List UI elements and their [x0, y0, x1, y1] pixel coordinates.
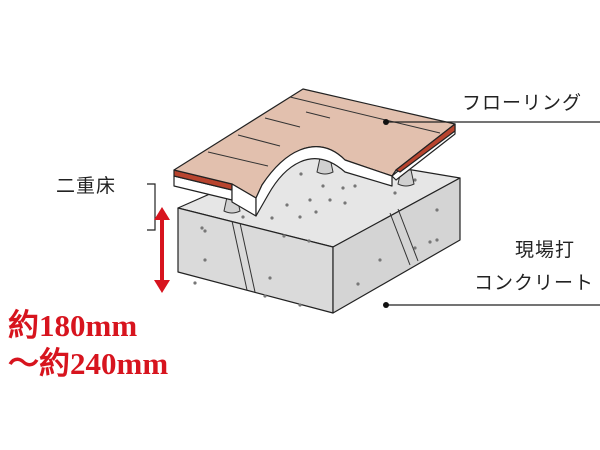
- aggregate-dot: [307, 239, 311, 243]
- flooring-panel: [173, 88, 456, 217]
- aggregate-dot: [413, 178, 417, 182]
- concrete-label-line2: コンクリート: [474, 272, 595, 294]
- flooring-pointer-dot: [383, 119, 389, 125]
- aggregate-dot: [263, 294, 267, 298]
- leader-lines: [386, 121, 600, 306]
- aggregate-dot: [282, 234, 286, 238]
- dimension-max: ～約240mm: [8, 346, 169, 381]
- aggregate-dot: [343, 201, 347, 205]
- aggregate-dot: [353, 184, 357, 188]
- aggregate-dot: [435, 238, 439, 242]
- aggregate-dot: [200, 226, 204, 230]
- aggregate-dot: [378, 258, 382, 262]
- dimension-min: 約180mm: [8, 308, 138, 343]
- aggregate-dot: [298, 215, 302, 219]
- aggregate-dot: [393, 191, 397, 195]
- height-dimension-arrow: [154, 207, 170, 293]
- double-floor-bracket: [147, 183, 156, 231]
- aggregate-dot: [270, 216, 274, 220]
- concrete-aggregate-dots: [193, 169, 439, 307]
- double-floor-label: 二重床: [56, 175, 117, 197]
- aggregate-dot: [308, 198, 312, 202]
- aggregate-dot: [314, 210, 318, 214]
- aggregate-dot: [299, 172, 303, 176]
- aggregate-dot: [428, 240, 432, 244]
- flooring-label: フローリング: [462, 92, 583, 114]
- aggregate-dot: [321, 184, 325, 188]
- aggregate-dot: [328, 198, 332, 202]
- aggregate-dot: [203, 258, 207, 262]
- aggregate-dot: [298, 303, 302, 307]
- aggregate-dot: [356, 282, 360, 286]
- aggregate-dot: [193, 281, 197, 285]
- aggregate-dot: [268, 276, 272, 280]
- concrete-label-line1: 現場打: [515, 239, 576, 261]
- aggregate-dot: [285, 203, 289, 207]
- aggregate-dot: [203, 229, 207, 233]
- aggregate-dot: [413, 246, 417, 250]
- aggregate-dot: [341, 186, 345, 190]
- aggregate-dot: [241, 215, 245, 219]
- aggregate-dot: [435, 208, 439, 212]
- concrete-pointer-dot: [383, 302, 389, 308]
